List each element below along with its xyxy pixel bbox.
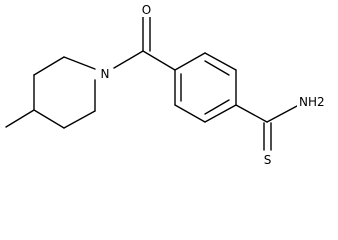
ring-bond-c5-c4	[33, 109, 65, 129]
aromatic-double-bond	[204, 60, 230, 76]
thiocarbonyl-double-bond	[263, 122, 272, 151]
benzene-ring	[174, 52, 237, 123]
sulfur-label: S	[264, 153, 272, 167]
piperidine-ring	[33, 56, 96, 129]
amine-label: NH2	[299, 95, 325, 109]
nitrogen-label: N	[101, 67, 110, 81]
carbonyl-double-bond	[142, 15, 151, 52]
oxygen-label: O	[142, 3, 151, 17]
aryl-thiocarbonyl-bond	[235, 104, 268, 123]
methyl-bond	[5, 109, 35, 128]
carbonyl-aryl-bond	[142, 50, 176, 71]
c-nh2-bond	[266, 105, 298, 123]
ring-bond-c3-c2	[33, 56, 65, 76]
aromatic-double-bond	[204, 99, 230, 115]
chemical-structure-diagram: O N S NH2	[5, 3, 325, 167]
n-carbonyl-bond	[113, 50, 144, 69]
ring-bond-c2-n	[63, 56, 96, 70]
ring-bond-c6-c5	[63, 110, 96, 129]
